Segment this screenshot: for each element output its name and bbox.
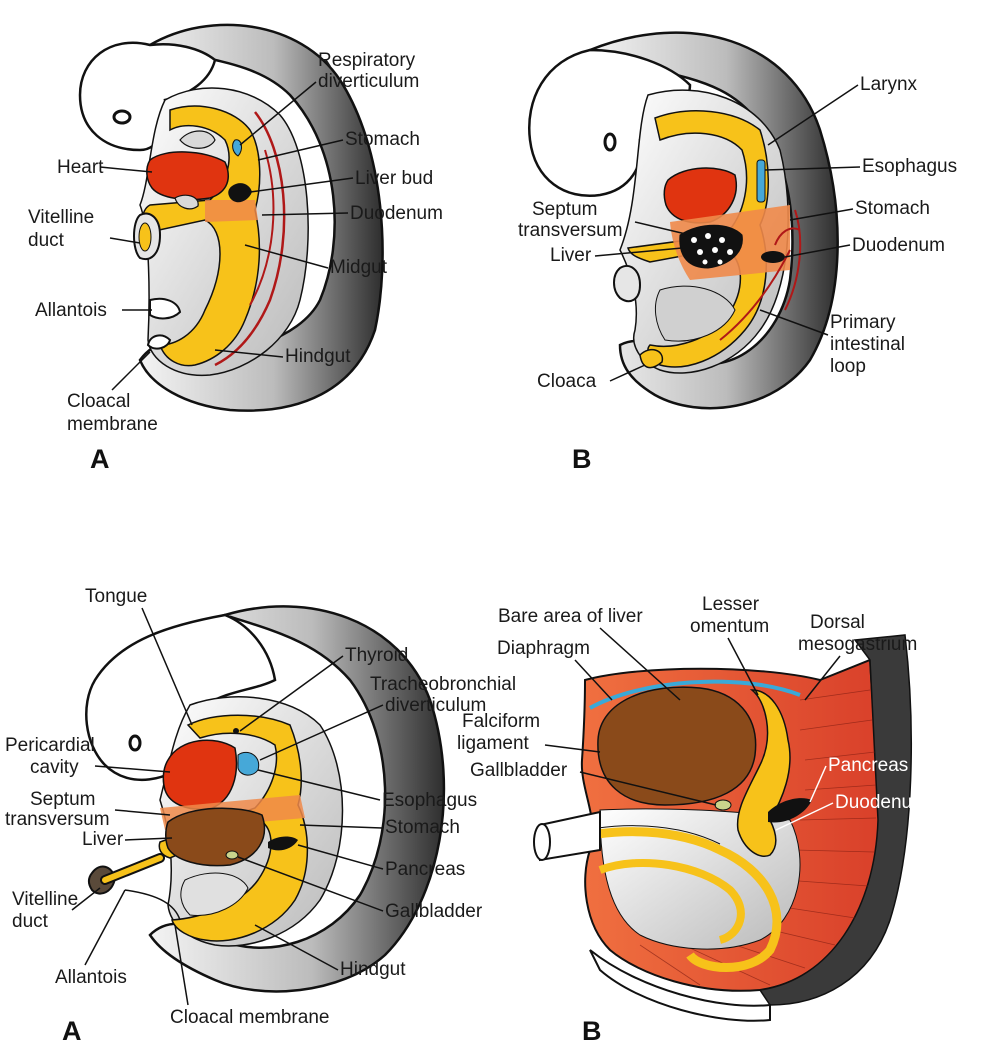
label-pancreas: Pancreas <box>385 859 465 880</box>
label-tracheobronchial-diverticulum: Tracheobronchial diverticulum <box>370 674 521 716</box>
allantois-tube <box>614 266 640 301</box>
label-pancreas: Pancreas <box>828 755 908 776</box>
vitelline-duct-lumen <box>139 223 151 251</box>
label-heart: Heart <box>57 157 104 178</box>
panel-bottom-a: Tongue Thyroid Tracheobronchial divertic… <box>5 586 521 1043</box>
label-allantois: Allantois <box>55 967 127 988</box>
label-midgut: Midgut <box>330 257 388 278</box>
label-gallbladder: Gallbladder <box>385 901 483 922</box>
panel-label-bottom-b: B <box>582 1016 602 1043</box>
eye <box>130 736 140 750</box>
label-tongue: Tongue <box>85 586 147 607</box>
label-liver: Liver <box>550 245 592 266</box>
label-vitelline-duct: Vitelline duct <box>28 207 99 251</box>
label-respiratory-diverticulum: Respiratory diverticulum <box>318 50 420 92</box>
label-stomach: Stomach <box>345 129 420 150</box>
panel-bottom-b: Bare area of liver Lesser omentum Dorsal… <box>457 594 928 1043</box>
eye <box>114 111 130 123</box>
thyroid-shape <box>233 728 239 734</box>
vitelline-duct-tube-inner <box>105 858 160 880</box>
liver-shape <box>598 687 756 805</box>
label-duodenum: Duodenum <box>350 203 443 224</box>
eye <box>605 134 615 150</box>
label-hindgut: Hindgut <box>285 346 351 367</box>
label-stomach: Stomach <box>855 198 930 219</box>
label-thyroid: Thyroid <box>345 645 408 666</box>
label-primary-intestinal-loop: Primary intestinal loop <box>830 312 910 377</box>
label-esophagus: Esophagus <box>382 790 477 811</box>
label-cloacal-membrane: Cloacal membrane <box>67 391 158 435</box>
gallbladder-shape <box>226 851 238 859</box>
vitelline-tube-end <box>534 824 550 860</box>
label-hindgut: Hindgut <box>340 959 406 980</box>
label-bare-area-of-liver: Bare area of liver <box>498 606 643 627</box>
label-vitelline-duct: Vitelline duct <box>12 889 83 932</box>
liver-shape <box>166 808 265 865</box>
panel-label-bottom-a: A <box>62 1016 82 1043</box>
label-duodenum: Duodenum <box>835 792 928 813</box>
label-liver: Liver <box>82 829 124 850</box>
label-stomach: Stomach <box>385 817 460 838</box>
label-falciform-ligament: Falciform ligament <box>457 711 545 754</box>
label-cloacal-membrane: Cloacal membrane <box>170 1007 329 1028</box>
duodenum-shape <box>761 251 785 263</box>
septum-band <box>205 200 258 222</box>
label-esophagus: Esophagus <box>862 156 957 177</box>
esophagus-shape <box>757 160 765 202</box>
label-dorsal-mesogastrium: Dorsal mesogastrium <box>798 612 917 655</box>
panel-top-a: Respiratory diverticulum Stomach Heart L… <box>28 25 443 474</box>
label-larynx: Larynx <box>860 74 918 95</box>
panel-top-b: Larynx Esophagus Septum transversum Stom… <box>518 33 957 474</box>
label-septum-transversum: Septum transversum <box>5 789 110 830</box>
label-septum-transversum: Septum transversum <box>518 199 623 241</box>
label-pericardial-cavity: Pericardial cavity <box>5 735 100 778</box>
panel-label-top-b: B <box>572 444 592 474</box>
gallbladder-shape <box>715 800 731 810</box>
label-liver-bud: Liver bud <box>355 168 433 189</box>
label-gallbladder: Gallbladder <box>470 760 568 781</box>
label-lesser-omentum: Lesser omentum <box>690 594 769 637</box>
heart <box>147 152 228 200</box>
label-allantois: Allantois <box>35 300 107 321</box>
cloaca-shape <box>640 350 662 368</box>
panel-label-top-a: A <box>90 444 110 474</box>
label-cloaca: Cloaca <box>537 371 597 392</box>
label-duodenum: Duodenum <box>852 235 945 256</box>
label-diaphragm: Diaphragm <box>497 638 590 659</box>
